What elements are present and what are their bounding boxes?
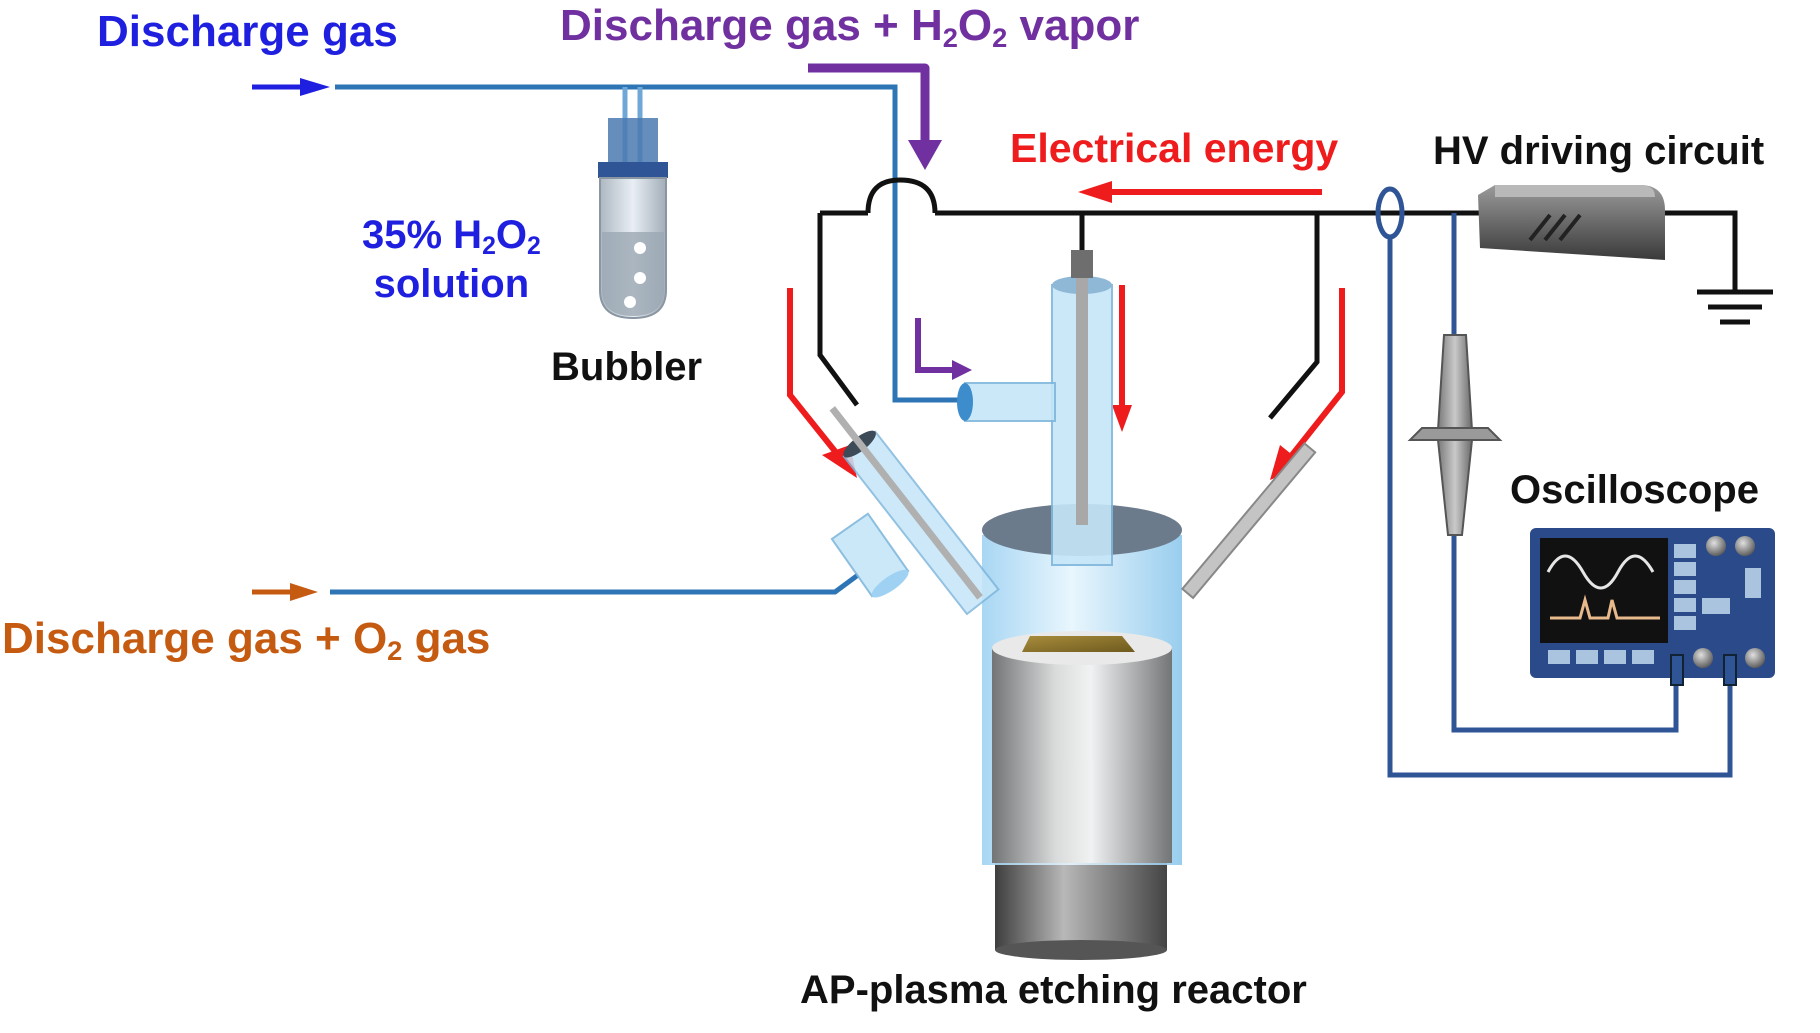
arrow-energy-center-icon (1112, 285, 1132, 432)
label-hv-driving-circuit: HV driving circuit (1433, 129, 1765, 173)
oscilloscope-icon (1530, 528, 1775, 686)
label-h2o2-solution: 35% H2O2 solution (362, 213, 541, 307)
arrow-vapor-flow-icon (808, 63, 942, 170)
gas-line-bottom (330, 572, 860, 595)
left-electrode-tube-icon (829, 406, 1000, 616)
ground-icon (1697, 289, 1773, 325)
arrow-discharge-gas-icon (252, 78, 330, 96)
gas-inlet-tube-icon (830, 512, 910, 598)
label-discharge-gas-h2o2-vapor: Discharge gas + H2O2 vapor (560, 1, 1140, 53)
right-electrode-tube-icon (1180, 441, 1317, 600)
label-bubbler: Bubbler (551, 345, 703, 389)
arrow-electrical-energy-icon (1078, 181, 1322, 203)
reactor-icon (829, 250, 1317, 960)
hv-driving-circuit-icon (1478, 185, 1665, 260)
label-ap-plasma-etching-reactor: AP-plasma etching reactor (800, 968, 1307, 1012)
hv-probe-icon (1407, 334, 1503, 536)
sample-icon (1022, 636, 1135, 652)
label-electrical-energy: Electrical energy (1010, 125, 1339, 171)
arrow-vapor-inlet-icon (915, 318, 972, 380)
wiring (817, 177, 1738, 420)
label-oscilloscope: Oscilloscope (1510, 468, 1759, 512)
bubbler-icon (598, 87, 668, 320)
arrow-o2-gas-icon (252, 583, 318, 601)
gas-line-top (335, 84, 965, 403)
label-discharge-gas-o2-gas: Discharge gas + O2 gas (2, 614, 491, 666)
label-discharge-gas: Discharge gas (97, 7, 398, 56)
